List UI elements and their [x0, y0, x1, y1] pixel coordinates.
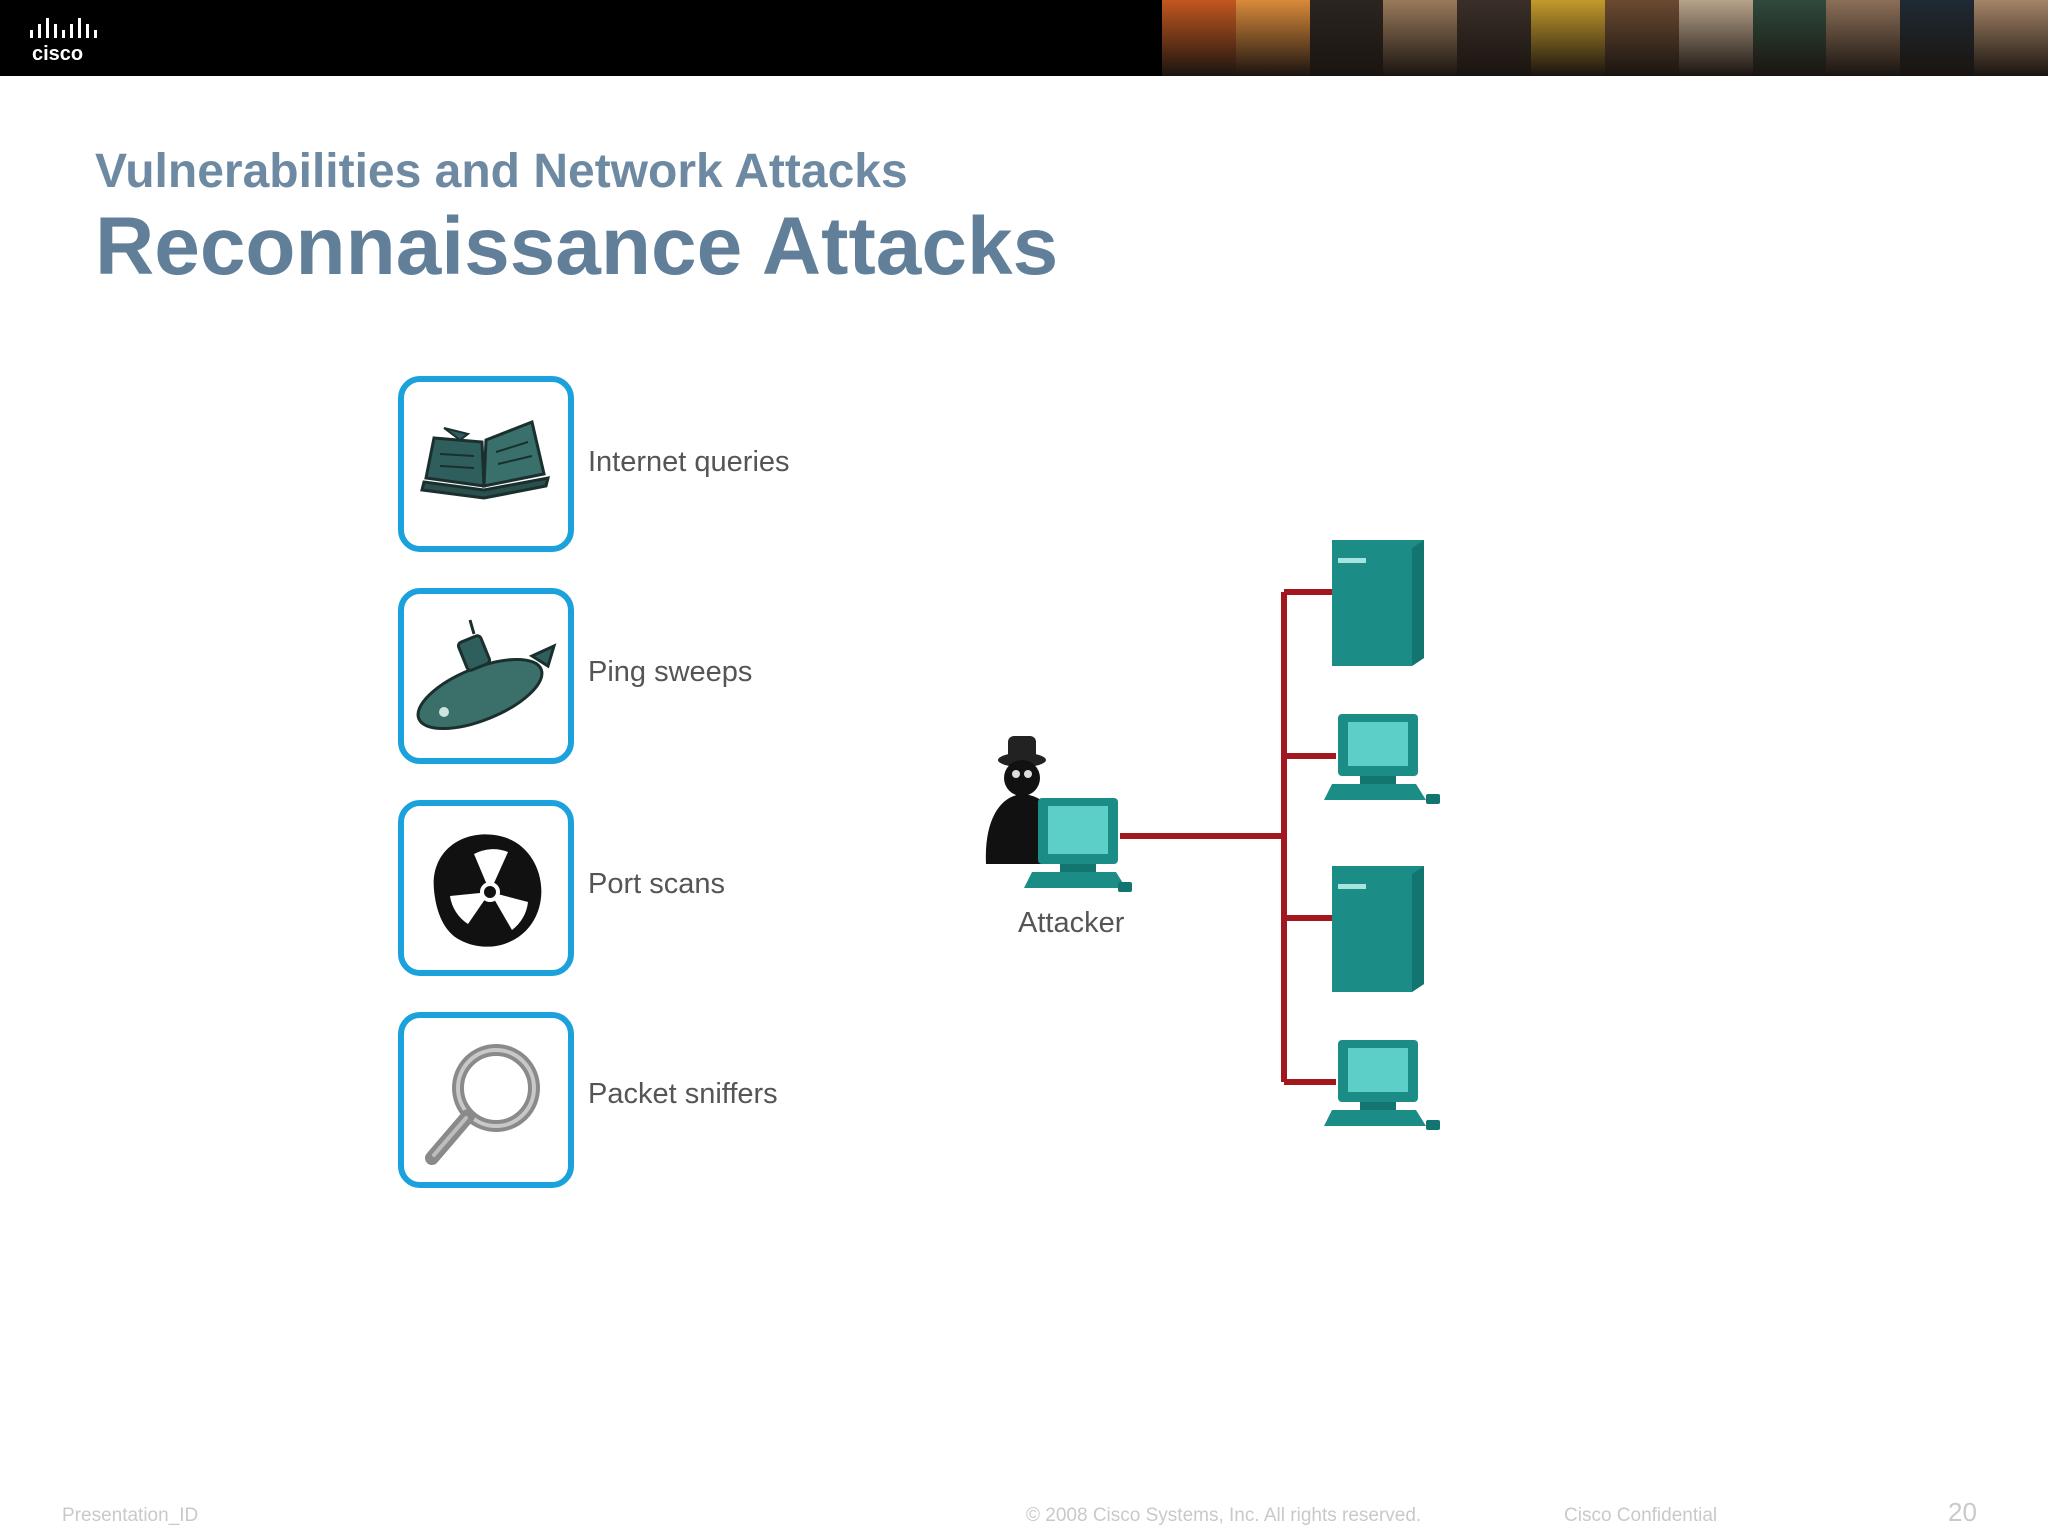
port-scans-icon-box [398, 800, 574, 976]
radiation-icon [433, 834, 542, 947]
header-photo [1974, 0, 2048, 76]
submarine-icon [416, 619, 557, 731]
slide-title: Reconnaissance Attacks [95, 201, 1059, 292]
internet-queries-icon-box [398, 376, 574, 552]
photo-strip [1162, 0, 2048, 76]
header-photo [1826, 0, 1901, 76]
header-photo [1235, 0, 1310, 76]
header-photo [1531, 0, 1605, 76]
footer-confidential: Cisco Confidential [1564, 1505, 1718, 1526]
header-photo [1752, 0, 1827, 76]
packet-sniffers-icon-box [398, 1012, 574, 1188]
header-photo [1162, 0, 1236, 76]
attacker-label: Attacker [1018, 907, 1125, 939]
attacker-workstation-icon [1024, 798, 1132, 892]
network-links [1120, 589, 1336, 1085]
header-photo [1604, 0, 1679, 76]
header-photo [1309, 0, 1384, 76]
ping-sweeps-label: Ping sweeps [588, 656, 753, 688]
network-diagram [985, 540, 1440, 1130]
packet-sniffers-label: Packet sniffers [588, 1078, 778, 1110]
workstation-icon [1324, 1040, 1440, 1130]
header-bar: cisco [0, 0, 2048, 76]
header-photo [1383, 0, 1458, 76]
footer-copyright: © 2008 Cisco Systems, Inc. All rights re… [1026, 1505, 1422, 1526]
magnifier-icon [425, 1044, 540, 1165]
footer-presentation-id: Presentation_ID [62, 1505, 199, 1526]
book-icon [420, 419, 551, 500]
server-icon [1332, 540, 1424, 666]
cisco-logo-text: cisco [32, 43, 83, 64]
internet-queries-label: Internet queries [588, 446, 790, 478]
port-scans-label: Port scans [588, 868, 725, 900]
header-photo [1900, 0, 1975, 76]
page-number: 20 [1948, 1497, 1977, 1527]
cisco-logo: cisco [30, 18, 97, 64]
workstation-icon [1324, 714, 1440, 804]
slide-subtitle: Vulnerabilities and Network Attacks [95, 145, 908, 198]
ping-sweeps-icon-box [398, 588, 574, 764]
header-photo [1457, 0, 1532, 76]
server-icon [1332, 866, 1424, 992]
header-photo [1678, 0, 1753, 76]
